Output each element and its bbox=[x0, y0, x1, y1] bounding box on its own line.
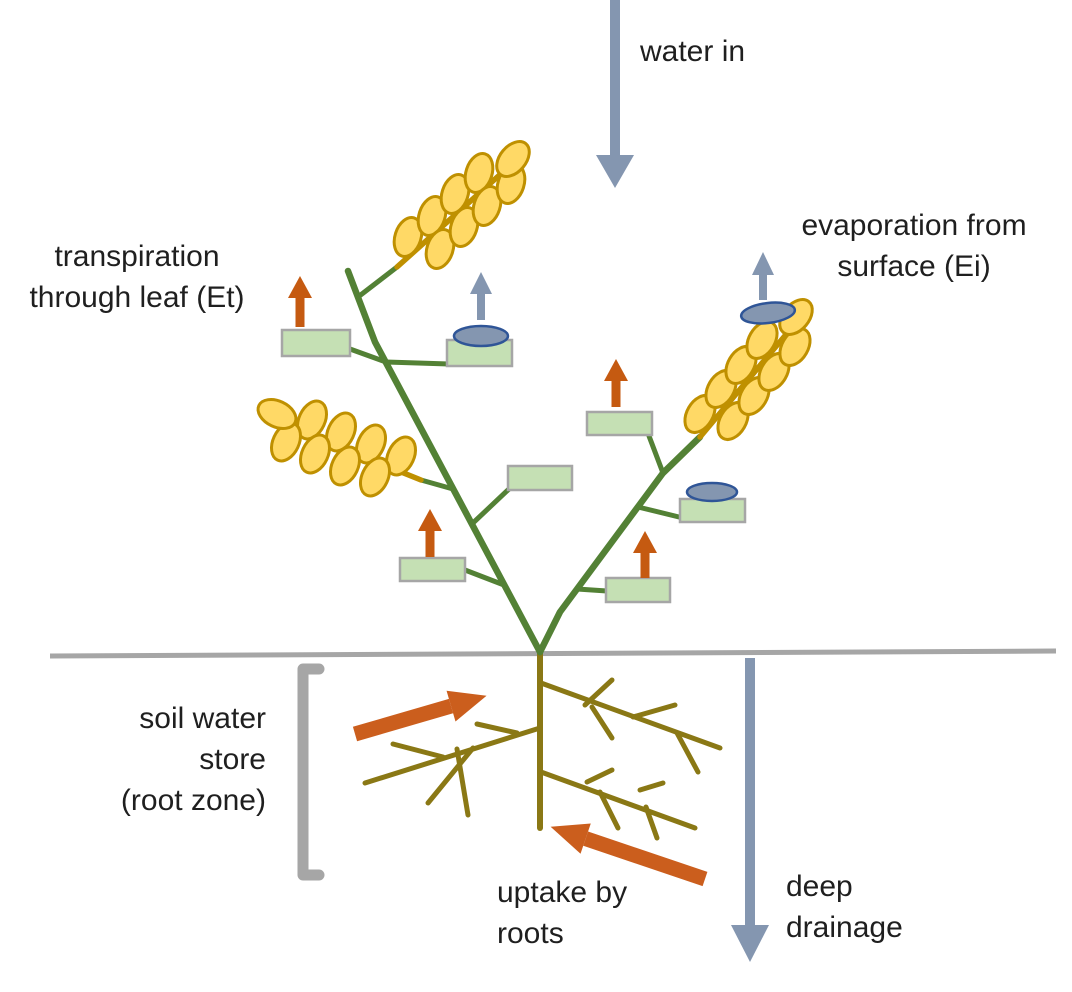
soil-water-store-label: soil water store (root zone) bbox=[120, 702, 266, 817]
seed-head-left bbox=[256, 397, 424, 498]
leaf-rect-6 bbox=[398, 556, 467, 583]
leaf-rect-1 bbox=[280, 328, 352, 358]
leaf-rect-5 bbox=[678, 497, 747, 524]
uptake-arrow-right bbox=[550, 823, 708, 887]
transpiration-arrow-1 bbox=[288, 276, 312, 327]
evaporation-arrow-1 bbox=[470, 272, 492, 320]
transpiration-label: transpiration through leaf (Et) bbox=[29, 240, 245, 314]
leaf-rect-7 bbox=[604, 576, 672, 604]
evaporation-label: evaporation from surface (Ei) bbox=[801, 209, 1027, 283]
root-system bbox=[362, 650, 723, 841]
plant-stem-right bbox=[536, 433, 704, 656]
stem-branches bbox=[347, 264, 682, 594]
root-zone-bracket bbox=[297, 663, 325, 881]
transpiration-arrow-2 bbox=[604, 359, 628, 407]
uptake-arrow-left bbox=[352, 690, 487, 742]
root-lateral-left bbox=[362, 721, 543, 818]
root-lateral-right-lower bbox=[538, 767, 698, 841]
transpiration-arrow-3 bbox=[418, 509, 442, 557]
root-lateral-right-upper bbox=[538, 677, 723, 775]
leaf-rect-3 bbox=[506, 464, 574, 492]
deep-drainage-label: deep drainage bbox=[786, 870, 903, 944]
seed-head-top-left bbox=[392, 140, 531, 270]
leaf-rects bbox=[280, 328, 747, 604]
seed-head-right bbox=[683, 298, 814, 441]
evaporation-arrow-2 bbox=[752, 252, 774, 300]
water-droplet-ellipse-1 bbox=[452, 324, 510, 348]
soil-surface-line bbox=[49, 648, 1057, 659]
deep-drainage-arrow bbox=[731, 658, 769, 962]
uptake-by-roots-label: uptake by roots bbox=[497, 876, 628, 950]
water-droplet-ellipse-2 bbox=[739, 301, 797, 325]
transpiration-arrow-4 bbox=[633, 531, 657, 578]
leaf-rect-4 bbox=[585, 410, 654, 437]
water-in-label: water in bbox=[640, 35, 746, 68]
water-droplet-ellipse-3 bbox=[685, 481, 739, 503]
water-in-arrow bbox=[596, 0, 634, 188]
